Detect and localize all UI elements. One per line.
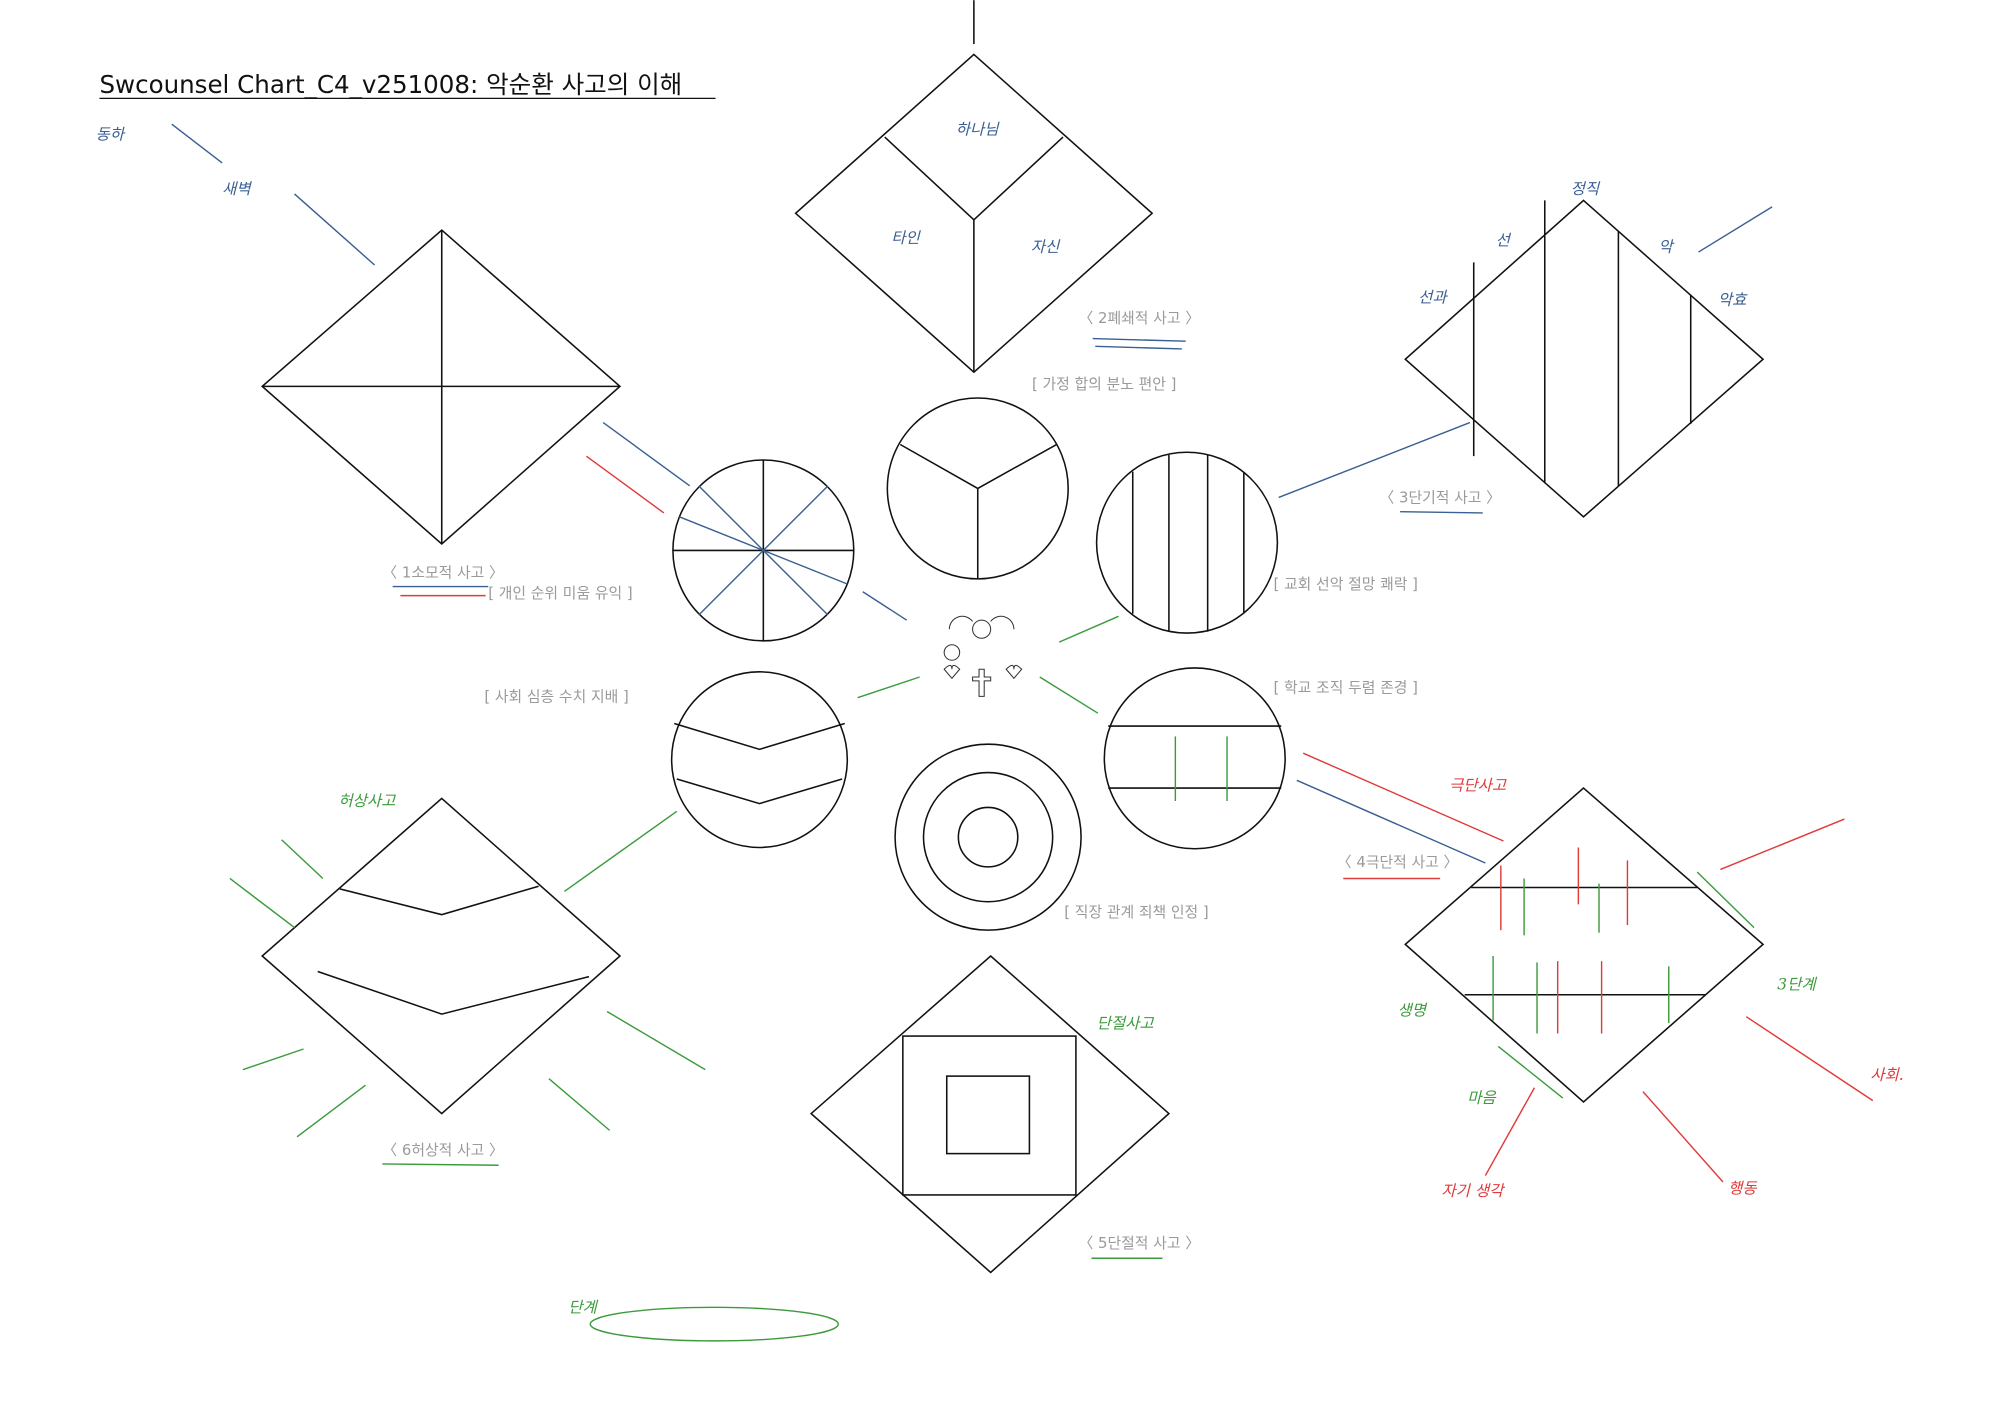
red-arrows — [585, 455, 1874, 1183]
type-3-domain: [ 교회 선악 절망 쾌락 ] — [1274, 575, 1418, 593]
note-blue-1: 동하 — [96, 126, 126, 144]
note-red-4: 자기 생각 — [1441, 1182, 1506, 1200]
note-green-5: 마음 — [1467, 1089, 1496, 1107]
chart-title: Swcounsel Chart_C4_v251008: 악순환 사고의 이해 — [99, 70, 682, 99]
diamond-2-closed — [794, 0, 1154, 374]
note-green-6: 단계 — [568, 1298, 598, 1316]
note-green-1: 허상사고 — [338, 792, 396, 810]
type-1-domain: [ 개인 순위 미움 유익 ] — [488, 584, 632, 602]
circle-5 — [894, 743, 1082, 931]
type-2-label: 〈 2폐쇄적 사고 〉 — [1078, 309, 1200, 327]
note-blue-6: 선 — [1496, 232, 1512, 250]
type-5-domain: [ 직장 관계 죄책 인정 ] — [1064, 903, 1208, 921]
note-blue-5: 자신 — [1031, 238, 1061, 256]
center-cycle-icon — [943, 615, 1023, 697]
note-blue-3: 하나님 — [956, 121, 1000, 139]
diamond-3-short-term — [1404, 199, 1765, 518]
note-blue-2: 새벽 — [222, 180, 252, 198]
type-6-label: 〈 6허상적 사고 〉 — [382, 1141, 504, 1159]
circle-6 — [670, 671, 849, 849]
note-blue-9: 선과 — [1418, 288, 1448, 306]
type-3-label: 〈 3단기적 사고 〉 — [1379, 489, 1501, 507]
annotation-underlines — [382, 337, 1483, 1259]
note-green-4: 생명 — [1398, 1001, 1428, 1019]
note-blue-4: 타인 — [891, 229, 921, 247]
circle-2 — [886, 397, 1069, 580]
circle-4 — [1103, 667, 1286, 850]
note-blue-10: 악효 — [1718, 291, 1748, 309]
type-4-domain: [ 학교 조직 두렴 존경 ] — [1274, 679, 1418, 697]
diamond-1-consumptive — [261, 229, 622, 545]
type-4-label: 〈 4극단적 사고 〉 — [1337, 853, 1459, 871]
circle-3 — [1095, 451, 1279, 634]
note-green-3: 3단계 — [1777, 976, 1817, 994]
blue-arrows — [171, 123, 1773, 864]
circle-1 — [672, 459, 855, 642]
diamond-4-arrows — [1492, 847, 1670, 1034]
green-arrows — [229, 615, 1755, 1342]
type-5-label: 〈 5단절적 사고 〉 — [1078, 1234, 1200, 1252]
note-red-1: 극단사고 — [1449, 777, 1507, 795]
type-6-domain: [ 사회 심층 수치 지배 ] — [484, 688, 628, 706]
diamond-5-disconnected — [809, 954, 1171, 1274]
circle-4-arrows — [1174, 736, 1228, 801]
note-red-3: 행동 — [1728, 1180, 1757, 1198]
diamond-4-extreme — [1404, 787, 1765, 1103]
note-red-2: 사회. — [1870, 1066, 1903, 1084]
note-blue-7: 정직 — [1571, 180, 1601, 198]
diamond-6-illusory — [261, 797, 622, 1115]
note-green-2: 단절사고 — [1097, 1014, 1155, 1032]
type-2-domain: [ 가정 합의 분노 편안 ] — [1032, 375, 1176, 393]
type-1-label: 〈 1소모적 사고 〉 — [382, 564, 504, 582]
note-blue-8: 악 — [1658, 238, 1675, 256]
